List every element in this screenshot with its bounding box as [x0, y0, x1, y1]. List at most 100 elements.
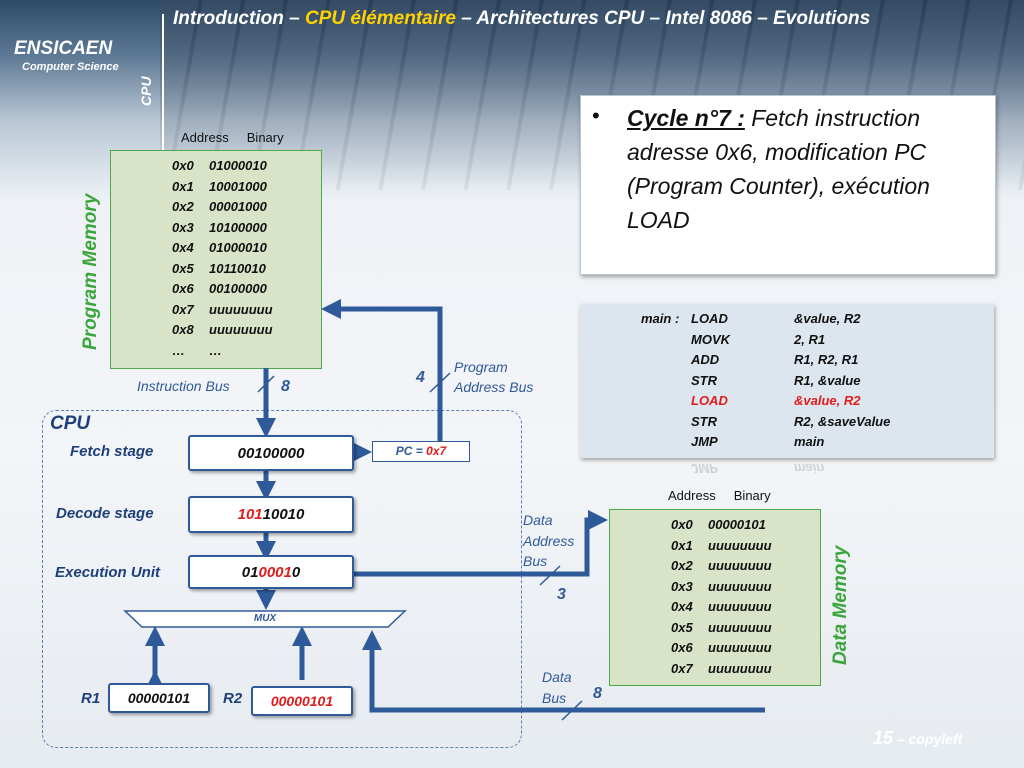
data-memory-address: 0x3 [671, 578, 693, 594]
r2-label: R2 [223, 690, 243, 707]
code-argument: R1, &value [794, 372, 861, 388]
nav-part-1: Introduction – [173, 8, 305, 29]
code-argument: &value, R2 [794, 311, 861, 326]
program-memory-value: 00100000 [209, 281, 267, 296]
code-opcode: LOAD [691, 311, 728, 326]
data-memory-address: 0x6 [671, 640, 693, 655]
data-address-bus-slash [539, 565, 561, 586]
data-memory-address: 0x4 [671, 599, 693, 614]
r2-register: 00000101 [251, 686, 353, 716]
cycle-description-box [580, 95, 996, 275]
program-memory-address: 0x1 [172, 178, 194, 194]
program-address-bus-arrow [321, 299, 443, 445]
data-memory-address: 0x1 [671, 537, 693, 553]
page-number: 15 [873, 728, 894, 748]
exec-part-a: 01 [241, 563, 259, 581]
program-memory-value: 01000010 [209, 240, 267, 255]
program-memory-address: … [172, 342, 185, 358]
instruction-bus-label: Instruction Bus [137, 378, 230, 394]
mux-label: MUX [253, 613, 277, 624]
brand-subtitle: Computer Science [22, 61, 119, 73]
program-address-bus-line2: Address Bus [454, 379, 534, 395]
address-header: Address [668, 488, 716, 503]
data-memory-value: uuuuuuuu [708, 619, 772, 635]
data-memory-value: uuuuuuuu [708, 599, 772, 614]
slide-footer: 15 – copyleft [873, 728, 962, 749]
data-bus-width: 8 [593, 685, 602, 702]
code-main-label: main : [641, 311, 680, 326]
instruction-bus-width: 8 [281, 378, 290, 395]
fetch-stage-value: 00100000 [237, 444, 305, 462]
program-memory-value: uuuuuuuu [209, 301, 273, 317]
code-arguments: &value, R2 2, R1 R1, R2, R1 R1, &value&valu… [794, 309, 890, 453]
program-memory-address: 0x8 [172, 322, 194, 337]
data-memory-value: uuuuuuuu [708, 537, 772, 553]
breadcrumb-nav: Introduction – CPU élémentaire – Archite… [173, 8, 870, 30]
program-address-bus-width: 4 [416, 369, 425, 386]
binary-header: Binary [246, 130, 284, 145]
mux-shape [123, 610, 407, 628]
copyleft-note: – copyleft [893, 731, 963, 747]
decode-stage-label: Decode stage [56, 505, 154, 522]
data-memory-header: Address Binary [668, 488, 771, 503]
data-memory-value: uuuuuuuu [708, 558, 772, 573]
cycle-text: Fetch instruction adresse 0x6, modificat… [627, 105, 930, 233]
assembly-code-box [580, 304, 994, 458]
data-memory-address: 0x7 [671, 660, 693, 676]
program-memory-value: 01000010 [209, 158, 267, 173]
data-address-bus-line2: Address [523, 532, 575, 549]
data-bus-arrow [362, 630, 765, 713]
data-memory-address: 0x0 [671, 517, 693, 532]
program-memory-value: … [209, 342, 222, 358]
program-memory-value: uuuuuuuu [209, 322, 273, 337]
execution-unit-label: Execution Unit [55, 564, 161, 581]
decode-operand: 10010 [262, 506, 305, 523]
nav-part-2: – Architectures CPU – Intel 8086 – Evolu… [455, 8, 871, 29]
cycle-description: Cycle n°7 : Fetch instruction adresse 0x… [627, 101, 987, 237]
code-argument: R2, &saveValue [794, 413, 891, 429]
code-argument: main [794, 434, 825, 449]
data-memory-value: 00000101 [708, 517, 766, 532]
program-memory-address: 0x6 [172, 281, 194, 296]
data-memory-value: uuuuuuuu [708, 640, 772, 655]
brand-logo: ENSICAEN [14, 38, 113, 59]
code-argument: R1, R2, R1 [794, 352, 859, 367]
program-memory-address: 0x0 [172, 158, 194, 173]
data-memory-values: 00000101 uuuuuuuu uuuuuuuu uuuuuuuu uuuuuuuu… [708, 515, 772, 679]
code-opcode: MOVK [691, 331, 730, 347]
data-memory-address: 0x2 [671, 558, 693, 573]
program-memory-value: 00001000 [209, 199, 267, 214]
r1-register: 00000101 [108, 683, 210, 713]
pc-label: PC = [395, 444, 427, 458]
cpu-label: CPU [50, 413, 91, 434]
data-address-bus-line1: Data [523, 512, 553, 528]
code-argument: 2, R1 [794, 331, 826, 347]
program-memory-address: 0x2 [172, 199, 194, 214]
data-memory-table [609, 509, 821, 686]
instruction-bus-slash [257, 375, 275, 393]
binary-header: Binary [733, 488, 771, 503]
program-memory-table [110, 150, 322, 369]
code-opcode: ADD [691, 352, 720, 367]
program-memory-address: 0x5 [172, 260, 194, 276]
data-address-bus-width: 3 [557, 586, 566, 603]
data-bus-line2: Bus [542, 690, 567, 706]
code-argument: &value, R2 [794, 393, 861, 408]
exec-part-b: 0 [291, 563, 301, 581]
program-memory-value: 10001000 [209, 178, 267, 194]
program-memory-address: 0x3 [172, 219, 194, 235]
data-memory-value: uuuuuuuu [708, 660, 772, 676]
exec-address: 0001 [258, 563, 292, 581]
program-memory-address: 0x7 [172, 301, 194, 317]
r1-label: R1 [81, 690, 101, 707]
r1-value: 00000101 [127, 690, 191, 706]
data-address-bus-arrow [353, 510, 608, 577]
